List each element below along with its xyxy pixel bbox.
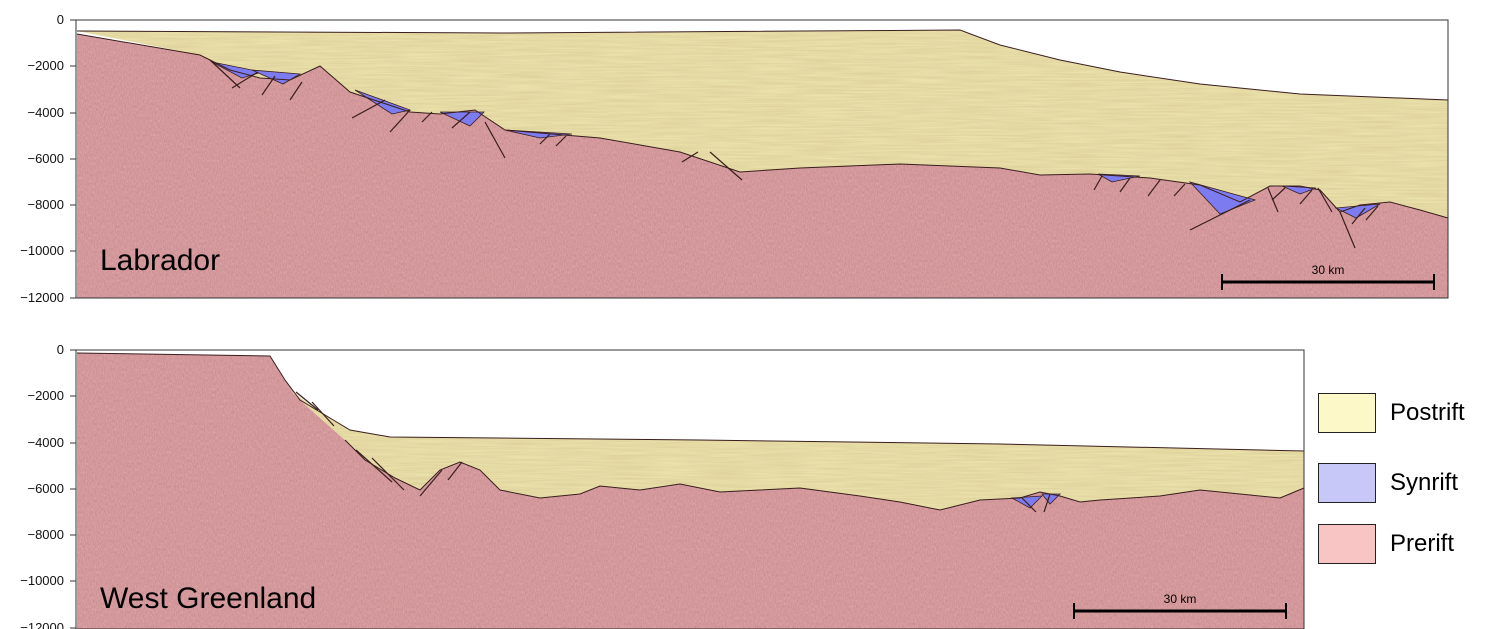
prerift-swatch [1318,524,1376,564]
west-greenland-y-axis: 0 −2000 −4000 −6000 −8000 −10000 −12000 [20,342,76,629]
y-tick-label: −4000 [27,435,64,450]
panel-label-west-greenland: West Greenland [100,582,316,615]
labrador-y-axis: 0 −2000 −4000 −6000 −8000 −10000 −12000 [20,12,76,305]
postrift-texture [77,30,1448,218]
basement-top-line [76,33,1449,219]
y-tick-label: 0 [57,342,64,357]
scale-bar-labrador: 30 km [1221,263,1435,290]
y-tick-label: −2000 [27,388,64,403]
y-tick-label: −6000 [27,151,64,166]
west-greenland-section-panel: 0 −2000 −4000 −6000 −8000 −10000 −12000 … [20,342,1305,629]
prerift-texture [77,34,1448,298]
legend-item-prerift: Prerift [1318,524,1486,564]
basement-top-line [344,439,1305,511]
synrift-wedges [211,61,1381,219]
legend-label: Synrift [1390,469,1459,496]
labrador-section-panel: 0 −2000 −4000 −6000 −8000 −10000 −12000 … [20,12,1449,305]
postrift-swatch [1318,393,1376,433]
postrift-texture [290,390,1304,510]
fault-lines [209,59,1379,249]
fault-lines [295,391,1051,513]
y-tick-label: −12000 [20,620,64,629]
scale-bar-west-greenland: 30 km [1073,592,1287,619]
prerift-texture [77,353,1304,629]
y-tick-label: −2000 [27,58,64,73]
scale-bar-label: 30 km [1312,263,1345,277]
legend-label: Prerift [1390,530,1455,557]
y-tick-label: −8000 [27,527,64,542]
y-tick-label: −10000 [20,573,64,588]
y-tick-label: −10000 [20,243,64,258]
synrift-swatch [1318,463,1376,503]
scale-bar-label: 30 km [1164,592,1197,606]
y-tick-label: −8000 [27,197,64,212]
legend-item-postrift: Postrift [1318,393,1486,433]
y-tick-label: −6000 [27,481,64,496]
seabed-line [76,29,1449,101]
y-tick-label: −4000 [27,105,64,120]
panel-label-labrador: Labrador [100,244,220,277]
y-tick-label: −12000 [20,290,64,305]
seabed-line [76,352,1305,452]
legend-label: Postrift [1390,399,1465,426]
y-tick-label: 0 [57,12,64,27]
legend-item-synrift: Synrift [1318,463,1486,503]
